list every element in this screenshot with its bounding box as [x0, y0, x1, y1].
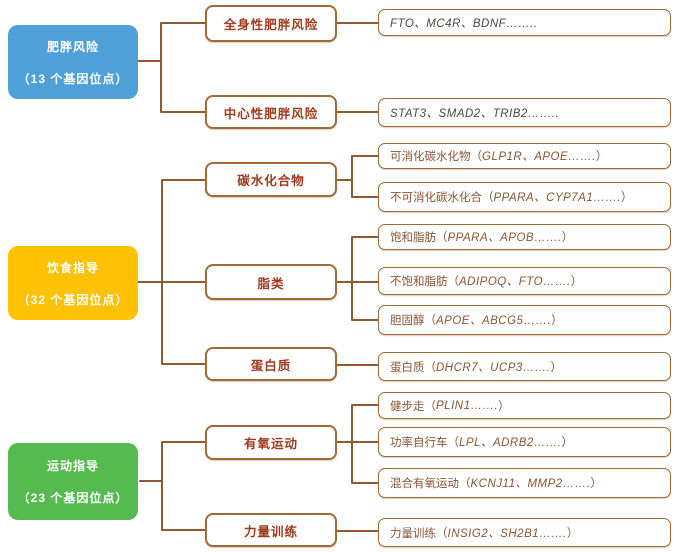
leaf-strength-training-genes: 力量训练（ INSIG2、SH2B1……. ） — [378, 518, 671, 547]
leaf-brisk-walking: 健步走（ PLIN1……. ） — [378, 392, 671, 419]
leaf-central-obesity-genes: STAT3、SMAD2、TRIB2…….. — [378, 98, 671, 127]
leaf-digestible-carbs: 可消化碳水化物（ GLP1R、APOE……. ） — [378, 143, 671, 169]
gene-list: APOE、ABCG5……. — [436, 315, 552, 327]
leaf-suffix: ） — [620, 192, 633, 204]
leaf-prefix: 力量训练（ — [390, 527, 448, 540]
category-gene-count: （32 个基因位点） — [17, 292, 129, 307]
connector-obesity — [137, 22, 206, 113]
gene-list: ADIPOQ、FTO……. — [459, 276, 571, 288]
leaf-prefix: 不可消化碳水化合（ — [390, 192, 494, 204]
leaf-prefix: 饱和脂肪（ — [390, 232, 448, 244]
leaf-prefix: 混合有氧运动（ — [390, 478, 471, 490]
gene-list: INSIG2、SH2B1……. — [447, 527, 567, 540]
gene-list: DHCR7、UCP3……. — [436, 361, 551, 374]
leaf-power-cycling: 功率自行车（ LPL、ADRB2……. ） — [378, 427, 671, 457]
branch-whole-body-obesity: 全身性肥胖风险 — [205, 5, 337, 42]
category-label: 运动指导 — [46, 459, 99, 473]
leaf-suffix: ） — [561, 437, 574, 449]
branch-carbohydrates: 碳水化合物 — [205, 162, 337, 197]
leaf-suffix: ） — [498, 400, 510, 413]
gene-list: KCNJ11、MMP2……. — [470, 478, 591, 490]
gene-list: LPL、ADRB2……. — [459, 437, 562, 449]
branch-protein: 蛋白质 — [205, 347, 337, 381]
gene-list: STAT3、SMAD2、TRIB2…….. — [390, 107, 560, 120]
leaf-suffix: ） — [550, 361, 563, 374]
leaf-suffix: ） — [551, 315, 563, 327]
leaf-protein-genes: 蛋白质（ DHCR7、UCP3……. ） — [378, 352, 671, 381]
leaf-saturated-fat: 饱和脂肪（ PPARA、APOB……. ） — [378, 224, 671, 250]
leaf-suffix: ） — [570, 276, 583, 288]
leaf-prefix: 可消化碳水化物（ — [390, 151, 482, 163]
category-gene-count: （23 个基因位点） — [17, 491, 129, 505]
leaf-prefix: 胆固醇（ — [390, 315, 436, 327]
connector-aerobic — [336, 404, 379, 484]
leaf-cholesterol: 胆固醇（ APOE、ABCG5……. ） — [378, 305, 671, 335]
category-label: 饮食指导 — [46, 260, 99, 275]
connector-lipids — [336, 236, 379, 321]
leaf-prefix: 不饱和脂肪（ — [390, 276, 459, 288]
branch-strength-training: 力量训练 — [205, 513, 337, 547]
leaf-whole-body-genes: FTO、MC4R、BDNF…….. — [378, 9, 671, 36]
leaf-indigestible-carbs: 不可消化碳水化合（ PPARA、CYP7A1……. ） — [378, 182, 671, 212]
connector-diet — [135, 179, 206, 365]
connector-carbs — [336, 155, 379, 198]
category-exercise-guidance: 运动指导 （23 个基因位点） — [8, 443, 138, 520]
gene-list: PPARA、CYP7A1……. — [493, 192, 621, 204]
leaf-suffix: ） — [566, 527, 579, 540]
branch-central-obesity: 中心性肥胖风险 — [205, 95, 337, 129]
gene-list: FTO、MC4R、BDNF…….. — [390, 17, 538, 30]
gene-list: PPARA、APOB……. — [447, 232, 562, 244]
leaf-suffix: ） — [590, 478, 602, 490]
branch-lipids: 脂类 — [205, 264, 337, 300]
leaf-prefix: 蛋白质（ — [390, 361, 436, 374]
leaf-suffix: ） — [561, 232, 574, 244]
leaf-unsaturated-fat: 不饱和脂肪（ ADIPOQ、FTO……. ） — [378, 267, 671, 295]
leaf-suffix: ） — [595, 151, 608, 163]
gene-list: PLIN1……. — [436, 399, 499, 412]
leaf-prefix: 功率自行车（ — [390, 437, 459, 449]
category-diet-guidance: 饮食指导 （32 个基因位点） — [8, 246, 138, 320]
category-label: 肥胖风险 — [46, 39, 99, 54]
connector-exercise — [139, 441, 206, 531]
gene-list: GLP1R、APOE……. — [482, 151, 596, 163]
category-obesity-risk: 肥胖风险 （13 个基因位点） — [8, 25, 138, 99]
leaf-mixed-aerobic: 混合有氧运动（ KCNJ11、MMP2……. ） — [378, 468, 671, 498]
leaf-prefix: 健步走（ — [390, 400, 436, 413]
category-gene-count: （13 个基因位点） — [17, 71, 129, 86]
branch-aerobic-exercise: 有氧运动 — [205, 425, 337, 460]
